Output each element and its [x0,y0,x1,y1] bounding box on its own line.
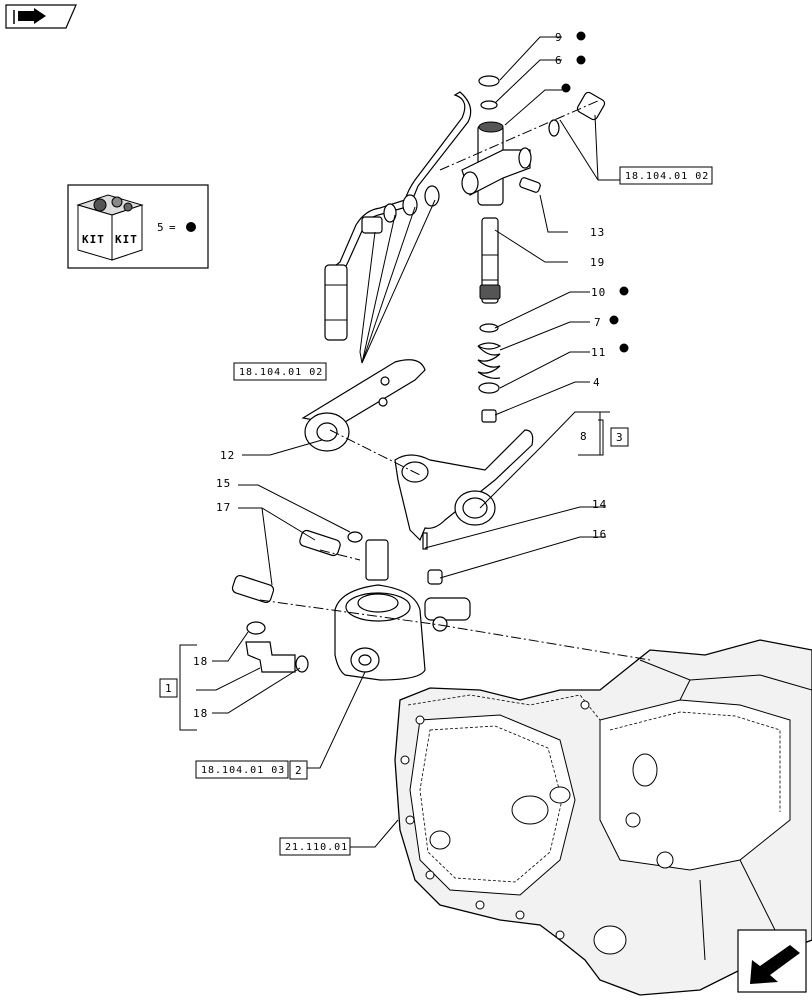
kit-box-icon [76,194,144,261]
callout-15: 15 [216,477,231,490]
kit-marker-dot [186,222,196,232]
ref-left-label: 18.104.01 02 [239,367,323,378]
ref-link-housing[interactable]: 21.110.01 [279,837,351,856]
callout-14: 14 [592,498,607,511]
box-3[interactable]: 3 [610,427,629,447]
callout-17: 17 [216,501,231,514]
ref-link-right[interactable]: 18.104.01 02 [619,166,713,185]
callout-7: 7 [594,316,602,329]
box-1[interactable]: 1 [159,678,178,698]
return-arrow-icon[interactable] [737,929,807,993]
callout-9: 9 [555,31,563,44]
box-2[interactable]: 2 [289,760,308,780]
kit-dot-7 [609,315,619,325]
kit-dot-body [561,83,571,93]
kit-dot-10 [619,286,629,296]
bracket-18 [179,644,197,731]
callout-10: 10 [591,286,606,299]
callout-13: 13 [590,226,605,239]
callout-18-lower: 18 [193,707,208,720]
kit-badge-left: KIT [82,233,105,246]
ref-housing-label: 21.110.01 [285,842,348,853]
elbow-fitting [245,621,309,673]
callout-18-upper: 18 [193,655,208,668]
kit-dot-9 [576,31,586,41]
ref-right-label: 18.104.01 02 [625,171,709,182]
lever-8 [394,429,534,542]
pipe-assembly [324,91,472,341]
box-3-label: 3 [616,431,624,444]
transmission-housing [394,639,812,996]
callout-12: 12 [220,449,235,462]
valve-housing [334,539,471,681]
box-2-label: 2 [295,764,303,777]
valve-body [461,75,606,206]
callout-19: 19 [590,256,605,269]
ref-link-left[interactable]: 18.104.01 02 [233,362,327,381]
callout-8: 8 [580,430,588,443]
plunger-spring [477,217,502,423]
ref-link-bottom[interactable]: 18.104.01 03 [195,760,289,779]
kit-badge-right: KIT [115,233,138,246]
callout-11: 11 [591,346,606,359]
leader-lines [196,36,620,848]
page-forward-icon[interactable] [5,4,77,29]
bracket-3 [598,419,604,456]
callout-labels: 9 6 13 19 10 7 11 4 8 12 15 17 14 16 18 … [193,31,629,720]
callout-16: 16 [592,528,607,541]
box-1-label: 1 [165,682,173,695]
kit-dot-11 [619,343,629,353]
reference-links: 18.104.01 02 18.104.01 02 18.104.01 03 2… [159,166,713,856]
ref-bottom-label: 18.104.01 03 [201,765,285,776]
center-lines [259,99,651,661]
pins-bolts [231,529,443,604]
kit-equals: = [169,221,177,234]
callout-6: 6 [555,54,563,67]
kit-dot-6 [576,55,586,65]
callout-4: 4 [593,376,601,389]
kit-legend: KIT KIT 5 = [67,184,209,269]
kit-item-number: 5 [157,221,165,234]
